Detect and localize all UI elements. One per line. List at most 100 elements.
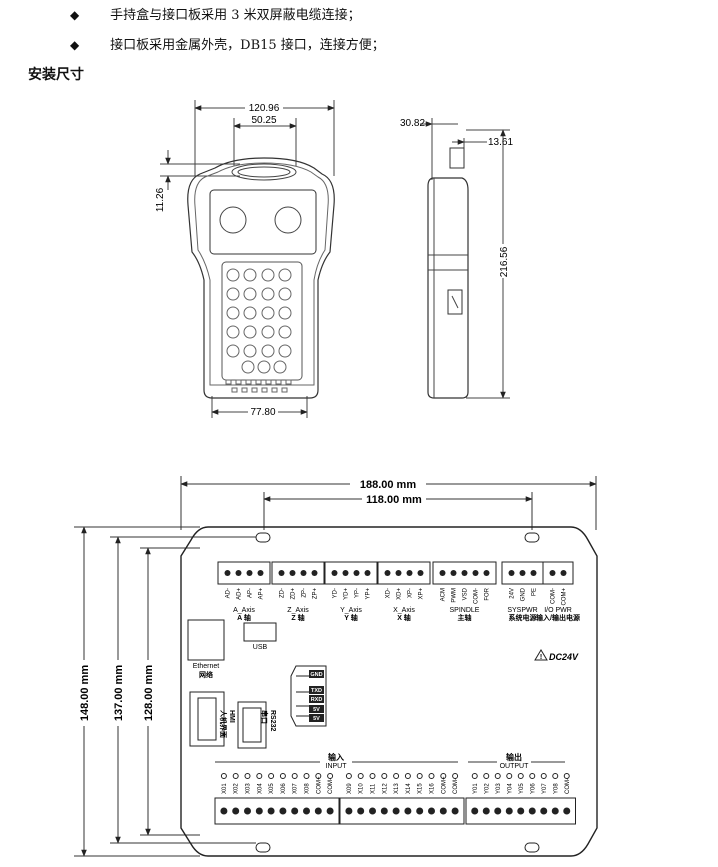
- pin-label: X16: [430, 783, 436, 794]
- terminal-screw: [439, 807, 447, 815]
- db9-pin-box: [309, 686, 324, 694]
- db9-pinout: [290, 665, 327, 727]
- pin-label: Y01: [473, 783, 479, 794]
- pin-label: X03: [246, 783, 252, 794]
- led-indicator: [517, 773, 524, 779]
- terminal-screw: [255, 807, 263, 815]
- terminal-screw: [369, 807, 376, 815]
- pin-label: COM-: [453, 778, 459, 794]
- dim-hole-spacing: 118.00 mm: [366, 494, 422, 506]
- db9-pin-label: RXD: [311, 697, 323, 703]
- pin-label: PWM: [452, 588, 458, 603]
- terminal-screw: [551, 807, 559, 815]
- terminal-screw: [540, 807, 548, 815]
- terminal-screw: [519, 570, 526, 576]
- pin-label: X10: [359, 783, 365, 794]
- pin-label: X08: [305, 783, 311, 794]
- terminal-block-body: [339, 797, 465, 825]
- pin-label: COM-: [551, 588, 557, 604]
- db9-pin-label: 5V: [313, 716, 320, 722]
- dim-top-width: 50.25: [251, 115, 276, 126]
- pin-label: XP+: [419, 588, 425, 600]
- pin-label: ZP-: [302, 588, 308, 598]
- dim-height-mid: 137.00 mm: [113, 665, 125, 721]
- terminal-screw: [384, 570, 391, 576]
- dim-side-height: 216.56: [499, 246, 510, 277]
- pin-label: X07: [293, 783, 299, 794]
- led-indicator: [232, 773, 239, 779]
- hmi-port: [189, 691, 225, 747]
- terminal-screw: [461, 570, 468, 576]
- pin-label: YD-: [333, 588, 339, 598]
- led-indicator: [452, 773, 459, 779]
- led-indicator: [552, 773, 559, 779]
- warning-icon: !: [534, 649, 548, 661]
- terminal-screw: [563, 807, 571, 815]
- pin-label: AP+: [259, 588, 265, 600]
- terminal-screw: [417, 570, 424, 576]
- led-indicator: [529, 773, 536, 779]
- pin-label: COM+: [316, 776, 322, 794]
- pin-label: X14: [406, 783, 412, 794]
- rs232-port: [237, 701, 267, 749]
- led-indicator: [315, 773, 322, 779]
- terminal-screw: [220, 807, 228, 815]
- pendant-keypad: [226, 268, 292, 374]
- rs232-label: RS232: [269, 710, 276, 732]
- led-indicator: [393, 773, 400, 779]
- terminal-screw: [395, 570, 402, 576]
- terminal-block-y_axis: YD-YD+YP-YP+: [324, 561, 378, 600]
- terminal-screw: [450, 570, 457, 576]
- terminal-screw: [530, 570, 537, 576]
- terminal-screw: [380, 807, 388, 815]
- pin-label: VSD: [463, 587, 469, 600]
- pin-label: COM-: [328, 778, 334, 794]
- mount-hole-bottom-right: [524, 842, 540, 853]
- bullet-line-cable: ◆ 手持盒与接口板采用 3 米双屏蔽电缆连接；: [70, 4, 361, 23]
- pin-label: XP-: [408, 588, 414, 598]
- terminal-screw: [267, 807, 275, 815]
- dim-top-height: 11.26: [155, 187, 166, 212]
- connector-cn-label: 主轴: [458, 613, 472, 622]
- pin-label: ZD-: [280, 588, 286, 598]
- pin-label: ACM: [441, 588, 447, 601]
- terminal-block-body: [214, 797, 340, 825]
- bullet-text: 手持盒与接口板采用 3 米双屏蔽电缆连接；: [110, 8, 361, 23]
- connector-cn-label: X 轴: [397, 613, 411, 622]
- input-en-label: INPUT: [326, 763, 348, 770]
- connector-en-label: I/O PWR: [544, 607, 572, 614]
- bullet-line-housing: ◆ 接口板采用金属外壳，DB15 接口，连接方便；: [70, 34, 385, 53]
- led-indicator: [563, 773, 570, 779]
- connector-en-label: Z_Axis: [287, 607, 309, 614]
- terminal-block-body: [432, 561, 497, 585]
- terminal-screw: [232, 807, 240, 815]
- pin-label: Y08: [553, 783, 559, 794]
- pin-label: X11: [371, 783, 377, 794]
- terminal-screw: [235, 570, 242, 576]
- led-indicator: [483, 773, 490, 779]
- led-indicator: [540, 773, 547, 779]
- led-indicator: [345, 773, 352, 779]
- svg-text:!: !: [540, 654, 542, 661]
- led-indicator: [220, 773, 227, 779]
- terminal-screw: [342, 570, 349, 576]
- connector-cn-label: 系统电源: [509, 613, 537, 622]
- terminal-screw: [560, 570, 567, 576]
- db9-pin-box: [309, 714, 324, 722]
- terminal-screw: [326, 807, 334, 815]
- output-en-label: OUTPUT: [500, 763, 530, 770]
- terminal-screw: [428, 807, 435, 815]
- ethernet-label: Ethernet: [193, 663, 220, 670]
- pin-label: X12: [382, 783, 388, 794]
- pin-label: X09: [347, 783, 353, 794]
- pin-label: XD+: [397, 588, 403, 600]
- connector-en-label: SPINDLE: [450, 607, 480, 614]
- pin-label: Y02: [484, 783, 490, 794]
- board-outline: [180, 526, 598, 857]
- diamond-bullet-icon: ◆: [70, 8, 80, 22]
- led-indicator: [244, 773, 251, 779]
- pin-label: YP-: [355, 588, 361, 598]
